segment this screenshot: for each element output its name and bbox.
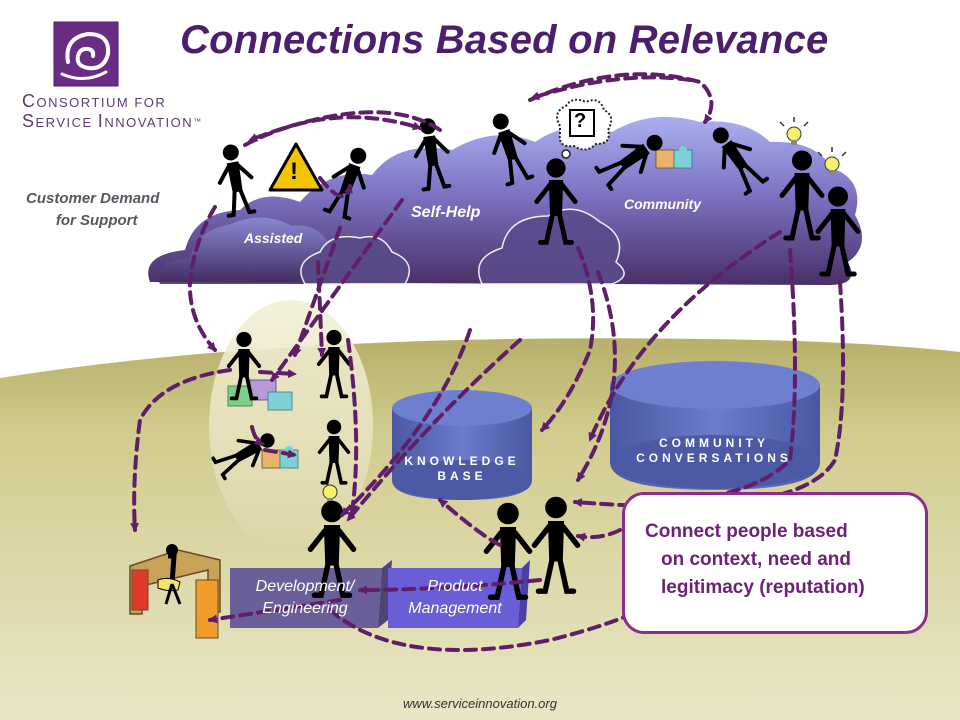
connection-arrows — [130, 72, 846, 652]
warning-icon — [268, 142, 324, 192]
lightbulb-icon — [779, 117, 809, 145]
callout-text: Connect people based on context, need an… — [645, 521, 865, 598]
logo-wordmark: CONSORTIUM FOR SERVICE INNOVATION™ — [22, 91, 203, 131]
footer-url: www.serviceinnovation.org — [403, 696, 557, 711]
question-symbol: ? — [574, 110, 587, 132]
page-title: Connections Based on Relevance — [180, 18, 829, 62]
cloud-label-self-help: Self-Help — [411, 204, 481, 221]
question-bubble-icon — [556, 98, 613, 168]
development-engineering-label: Development/ Engineering — [255, 578, 355, 617]
product-management-box — [388, 560, 530, 628]
community-conversations-label: COMMUNITY CONVERSATIONS — [636, 436, 792, 465]
warning-symbol: ! — [290, 158, 298, 185]
logo-swirl-icon — [53, 21, 119, 87]
cloud-label-community: Community — [624, 196, 701, 212]
cloud-label-assisted: Assisted — [244, 230, 303, 246]
knowledge-base-label: KNOWLEDGE BASE — [404, 454, 520, 483]
lightbulb-icon — [322, 484, 338, 503]
callout-box — [622, 492, 928, 634]
product-management-label: Product Management — [408, 578, 502, 617]
knowledge-base-cylinder — [392, 390, 532, 500]
desk-worker-icon — [129, 544, 221, 639]
lightbulb-icon — [817, 147, 847, 175]
collaboration-ellipse — [209, 300, 373, 552]
community-conversations-cylinder — [610, 361, 820, 490]
customer-demand-label: Customer Demand for Support — [26, 190, 160, 229]
